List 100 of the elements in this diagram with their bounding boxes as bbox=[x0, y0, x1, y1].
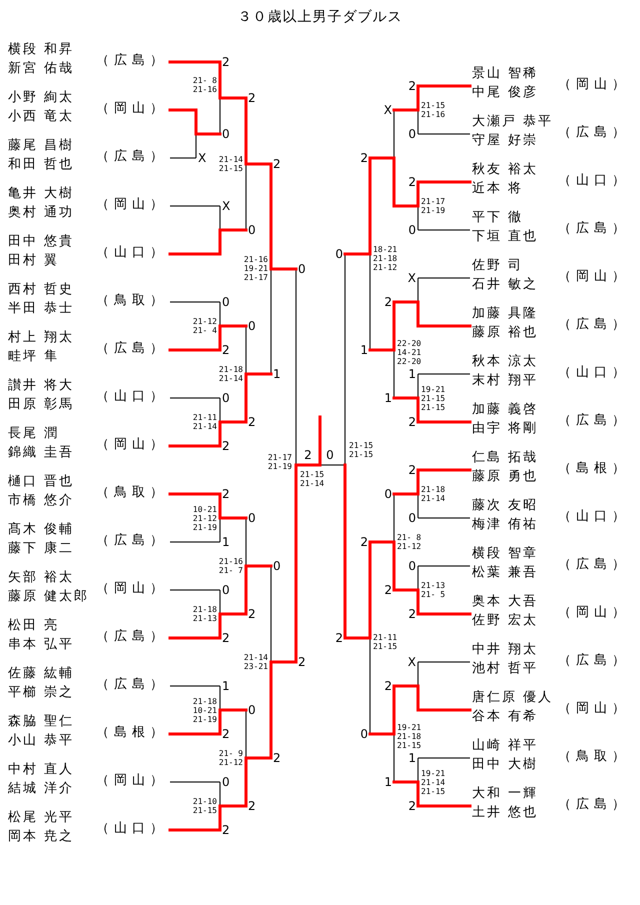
set-scores: 22-20 14-21 22-20 bbox=[397, 338, 422, 366]
score-number: 2 bbox=[222, 632, 230, 644]
player-name: 矢部 裕太 bbox=[8, 570, 74, 586]
player-name: 小野 絢太 bbox=[8, 90, 74, 106]
score-number: 1 bbox=[384, 392, 392, 404]
prefecture-label: （山口） bbox=[558, 365, 630, 381]
player-name: 讃井 将大 bbox=[8, 378, 74, 394]
set-scores: 21-15 21-14 bbox=[300, 470, 324, 488]
prefecture-label: （山口） bbox=[96, 389, 168, 405]
withdrawal-mark: X bbox=[198, 152, 206, 164]
withdrawal-mark: X bbox=[222, 200, 230, 212]
set-scores: 19-21 21-18 21-15 bbox=[397, 722, 422, 750]
player-name: 中井 翔太 bbox=[472, 642, 538, 658]
player-name: 藤下 康二 bbox=[8, 541, 74, 557]
prefecture-label: （岡山） bbox=[96, 197, 168, 213]
score-number: 0 bbox=[222, 392, 230, 404]
set-scores: 19-21 21-15 21-15 bbox=[421, 384, 446, 412]
player-name: 小西 竜太 bbox=[8, 109, 74, 125]
prefecture-label: （広島） bbox=[96, 533, 168, 549]
set-scores: 21-13 21- 5 bbox=[421, 581, 446, 599]
prefecture-label: （岡山） bbox=[558, 605, 630, 621]
player-name: 佐野 宏太 bbox=[472, 613, 538, 629]
prefecture-label: （鳥取） bbox=[96, 485, 168, 501]
set-scores: 18-21 21-18 21-12 bbox=[373, 244, 398, 272]
player-name: 髙木 俊輔 bbox=[8, 522, 74, 538]
set-scores: 21-16 19-21 21-17 bbox=[244, 254, 268, 282]
score-number: 2 bbox=[335, 632, 343, 644]
player-name: 樋口 晋也 bbox=[8, 474, 74, 490]
player-name: 近本 将 bbox=[472, 181, 524, 197]
player-name: 谷本 有希 bbox=[472, 709, 538, 725]
player-name: 亀井 大樹 bbox=[8, 186, 74, 202]
player-name: 田村 翼 bbox=[8, 253, 60, 269]
score-number: 0 bbox=[325, 449, 335, 461]
player-name: 藤原 裕也 bbox=[472, 325, 538, 341]
player-name: 石井 敏之 bbox=[472, 277, 538, 293]
set-scores: 21-16 21- 7 bbox=[218, 557, 243, 575]
score-number: 2 bbox=[248, 416, 256, 428]
prefecture-label: （広島） bbox=[558, 413, 630, 429]
score-number: 0 bbox=[408, 560, 416, 572]
player-name: 半田 恭士 bbox=[8, 301, 74, 317]
set-scores: 21-14 21-15 bbox=[218, 155, 243, 173]
player-name: 新宮 佑哉 bbox=[8, 61, 74, 77]
score-number: 2 bbox=[222, 440, 230, 452]
set-scores: 21-11 21-14 bbox=[192, 413, 217, 431]
prefecture-label: （広島） bbox=[558, 317, 630, 333]
player-name: 奥村 通功 bbox=[8, 205, 74, 221]
prefecture-label: （広島） bbox=[558, 557, 630, 573]
player-name: 西村 哲史 bbox=[8, 282, 74, 298]
player-name: 松葉 兼吾 bbox=[472, 565, 538, 581]
player-name: 畦坪 隼 bbox=[8, 349, 60, 365]
score-number: 0 bbox=[222, 128, 230, 140]
player-name: 中尾 俊彦 bbox=[472, 85, 538, 101]
player-name: 唐仁原 優人 bbox=[472, 690, 554, 706]
score-number: 1 bbox=[222, 536, 230, 548]
score-number: 2 bbox=[222, 824, 230, 836]
score-number: 0 bbox=[408, 512, 416, 524]
prefecture-label: （山口） bbox=[96, 245, 168, 261]
player-name: 土井 悠也 bbox=[472, 805, 538, 821]
prefecture-label: （岡山） bbox=[96, 101, 168, 117]
score-number: 1 bbox=[408, 752, 416, 764]
prefecture-label: （岡山） bbox=[96, 581, 168, 597]
score-number: 2 bbox=[273, 752, 281, 764]
prefecture-label: （山口） bbox=[558, 509, 630, 525]
set-scores: 19-21 21-14 21-15 bbox=[421, 768, 446, 796]
score-number: 0 bbox=[298, 263, 306, 275]
player-name: 田原 彰馬 bbox=[8, 397, 74, 413]
prefecture-label: （山口） bbox=[558, 173, 630, 189]
set-scores: 21- 9 21-12 bbox=[218, 749, 243, 767]
score-number: 2 bbox=[384, 296, 392, 308]
player-name: 奥本 大吾 bbox=[472, 594, 538, 610]
score-number: 0 bbox=[248, 320, 256, 332]
prefecture-label: （岡山） bbox=[558, 701, 630, 717]
player-name: 秋本 涼太 bbox=[472, 354, 538, 370]
score-number: 2 bbox=[360, 152, 368, 164]
player-name: 藤次 友昭 bbox=[472, 498, 538, 514]
score-number: 0 bbox=[248, 704, 256, 716]
score-number: 0 bbox=[408, 224, 416, 236]
prefecture-label: （広島） bbox=[96, 149, 168, 165]
title: ３０歳以上男子ダブルス bbox=[236, 8, 404, 26]
player-name: 松尾 光平 bbox=[8, 810, 74, 826]
score-number: 1 bbox=[222, 680, 230, 692]
player-name: 大瀬戸 恭平 bbox=[472, 114, 554, 130]
score-number: 0 bbox=[384, 488, 392, 500]
player-name: 結城 洋介 bbox=[8, 781, 74, 797]
set-scores: 21- 8 21-16 bbox=[192, 76, 217, 94]
prefecture-label: （山口） bbox=[96, 821, 168, 837]
player-name: 山崎 祥平 bbox=[472, 738, 538, 754]
player-name: 田中 悠貴 bbox=[8, 234, 74, 250]
player-name: 横段 和昇 bbox=[8, 42, 74, 58]
score-number: 2 bbox=[222, 344, 230, 356]
score-number: 2 bbox=[408, 416, 416, 428]
player-name: 守屋 好崇 bbox=[472, 133, 538, 149]
player-name: 中村 直人 bbox=[8, 762, 74, 778]
prefecture-label: （岡山） bbox=[96, 437, 168, 453]
prefecture-label: （広島） bbox=[96, 629, 168, 645]
player-name: 大和 一輝 bbox=[472, 786, 538, 802]
prefecture-label: （岡山） bbox=[96, 773, 168, 789]
score-number: 2 bbox=[408, 800, 416, 812]
player-name: 由宇 将剛 bbox=[472, 421, 538, 437]
set-scores: 21-15 21-16 bbox=[421, 101, 446, 119]
